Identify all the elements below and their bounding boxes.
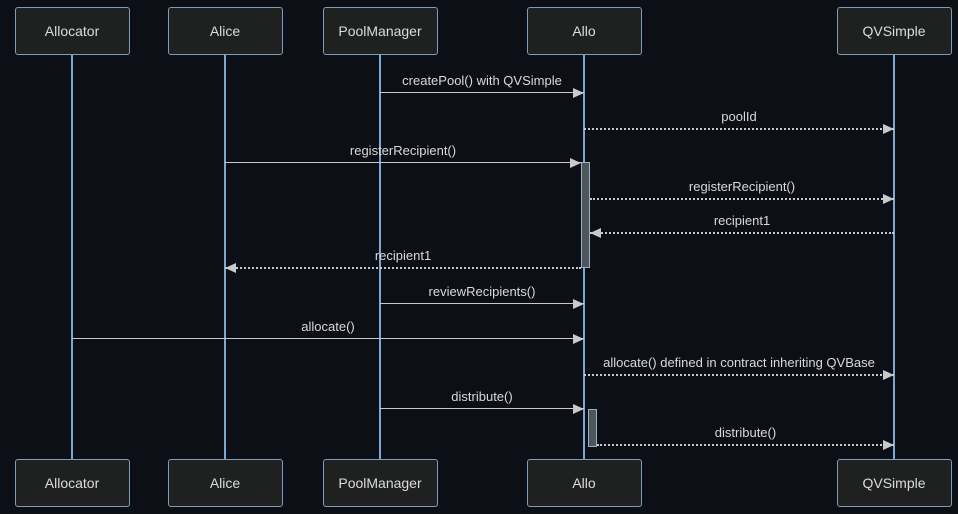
actor-box-alice-top: Alice (167, 7, 283, 55)
message-label: recipient1 (713, 213, 771, 228)
actor-box-allocator-top: Allocator (14, 7, 130, 55)
message-label: allocate() (301, 319, 355, 334)
actor-box-allo-bottom: Allo (526, 459, 642, 507)
message-line (584, 374, 894, 376)
actor-label: QVSimple (862, 23, 926, 39)
message-label: poolId (721, 109, 757, 124)
actor-box-qvsimple-top: QVSimple (836, 7, 952, 55)
actor-box-poolmanager-bottom: PoolManager (322, 459, 438, 507)
message-line (590, 198, 894, 200)
message-line (590, 232, 894, 234)
message-label: registerRecipient() (349, 143, 457, 158)
message-line (584, 128, 894, 130)
actor-label: Allocator (44, 475, 100, 491)
actor-label: QVSimple (862, 475, 926, 491)
actor-box-alice-bottom: Alice (167, 459, 283, 507)
actor-label: Allo (572, 475, 596, 491)
actor-label: Alice (209, 475, 241, 491)
arrowhead-left-icon (225, 263, 236, 273)
message-line (72, 338, 584, 339)
actor-box-allocator-bottom: Allocator (14, 459, 130, 507)
arrowhead-right-icon (883, 194, 894, 204)
actor-label: PoolManager (338, 23, 422, 39)
arrowhead-right-icon (883, 370, 894, 380)
message-line (380, 408, 584, 409)
message-label: allocate() defined in contract inheritin… (603, 355, 875, 370)
arrowhead-right-icon (573, 334, 584, 344)
message-line (380, 303, 584, 304)
message-label: registerRecipient() (688, 179, 796, 194)
arrowhead-right-icon (883, 124, 894, 134)
message-line (225, 162, 581, 163)
arrowhead-right-icon (573, 404, 584, 414)
actor-box-allo-top: Allo (526, 7, 642, 55)
message-line (380, 92, 584, 93)
lifeline-poolmanager (379, 55, 381, 459)
message-label: distribute() (714, 425, 777, 440)
message-line (225, 267, 581, 269)
actor-box-poolmanager-top: PoolManager (322, 7, 438, 55)
message-label: reviewRecipients() (428, 284, 536, 299)
actor-label: Allo (572, 23, 596, 39)
message-label: createPool() with QVSimple (402, 73, 562, 88)
message-label: distribute() (451, 389, 513, 404)
lifeline-alice (224, 55, 226, 459)
activation-bar-allo (581, 162, 590, 268)
actor-label: Allocator (44, 23, 100, 39)
arrowhead-right-icon (570, 158, 581, 168)
arrowhead-right-icon (573, 88, 584, 98)
actor-label: PoolManager (338, 475, 422, 491)
message-line (597, 444, 894, 446)
arrowhead-left-icon (590, 228, 601, 238)
arrowhead-right-icon (883, 440, 894, 450)
actor-label: Alice (209, 23, 241, 39)
activation-bar-allo (588, 409, 597, 447)
lifeline-allocator (71, 55, 73, 459)
lifeline-qvsimple (893, 55, 895, 459)
message-label: recipient1 (374, 248, 432, 263)
actor-box-qvsimple-bottom: QVSimple (836, 459, 952, 507)
arrowhead-right-icon (573, 299, 584, 309)
